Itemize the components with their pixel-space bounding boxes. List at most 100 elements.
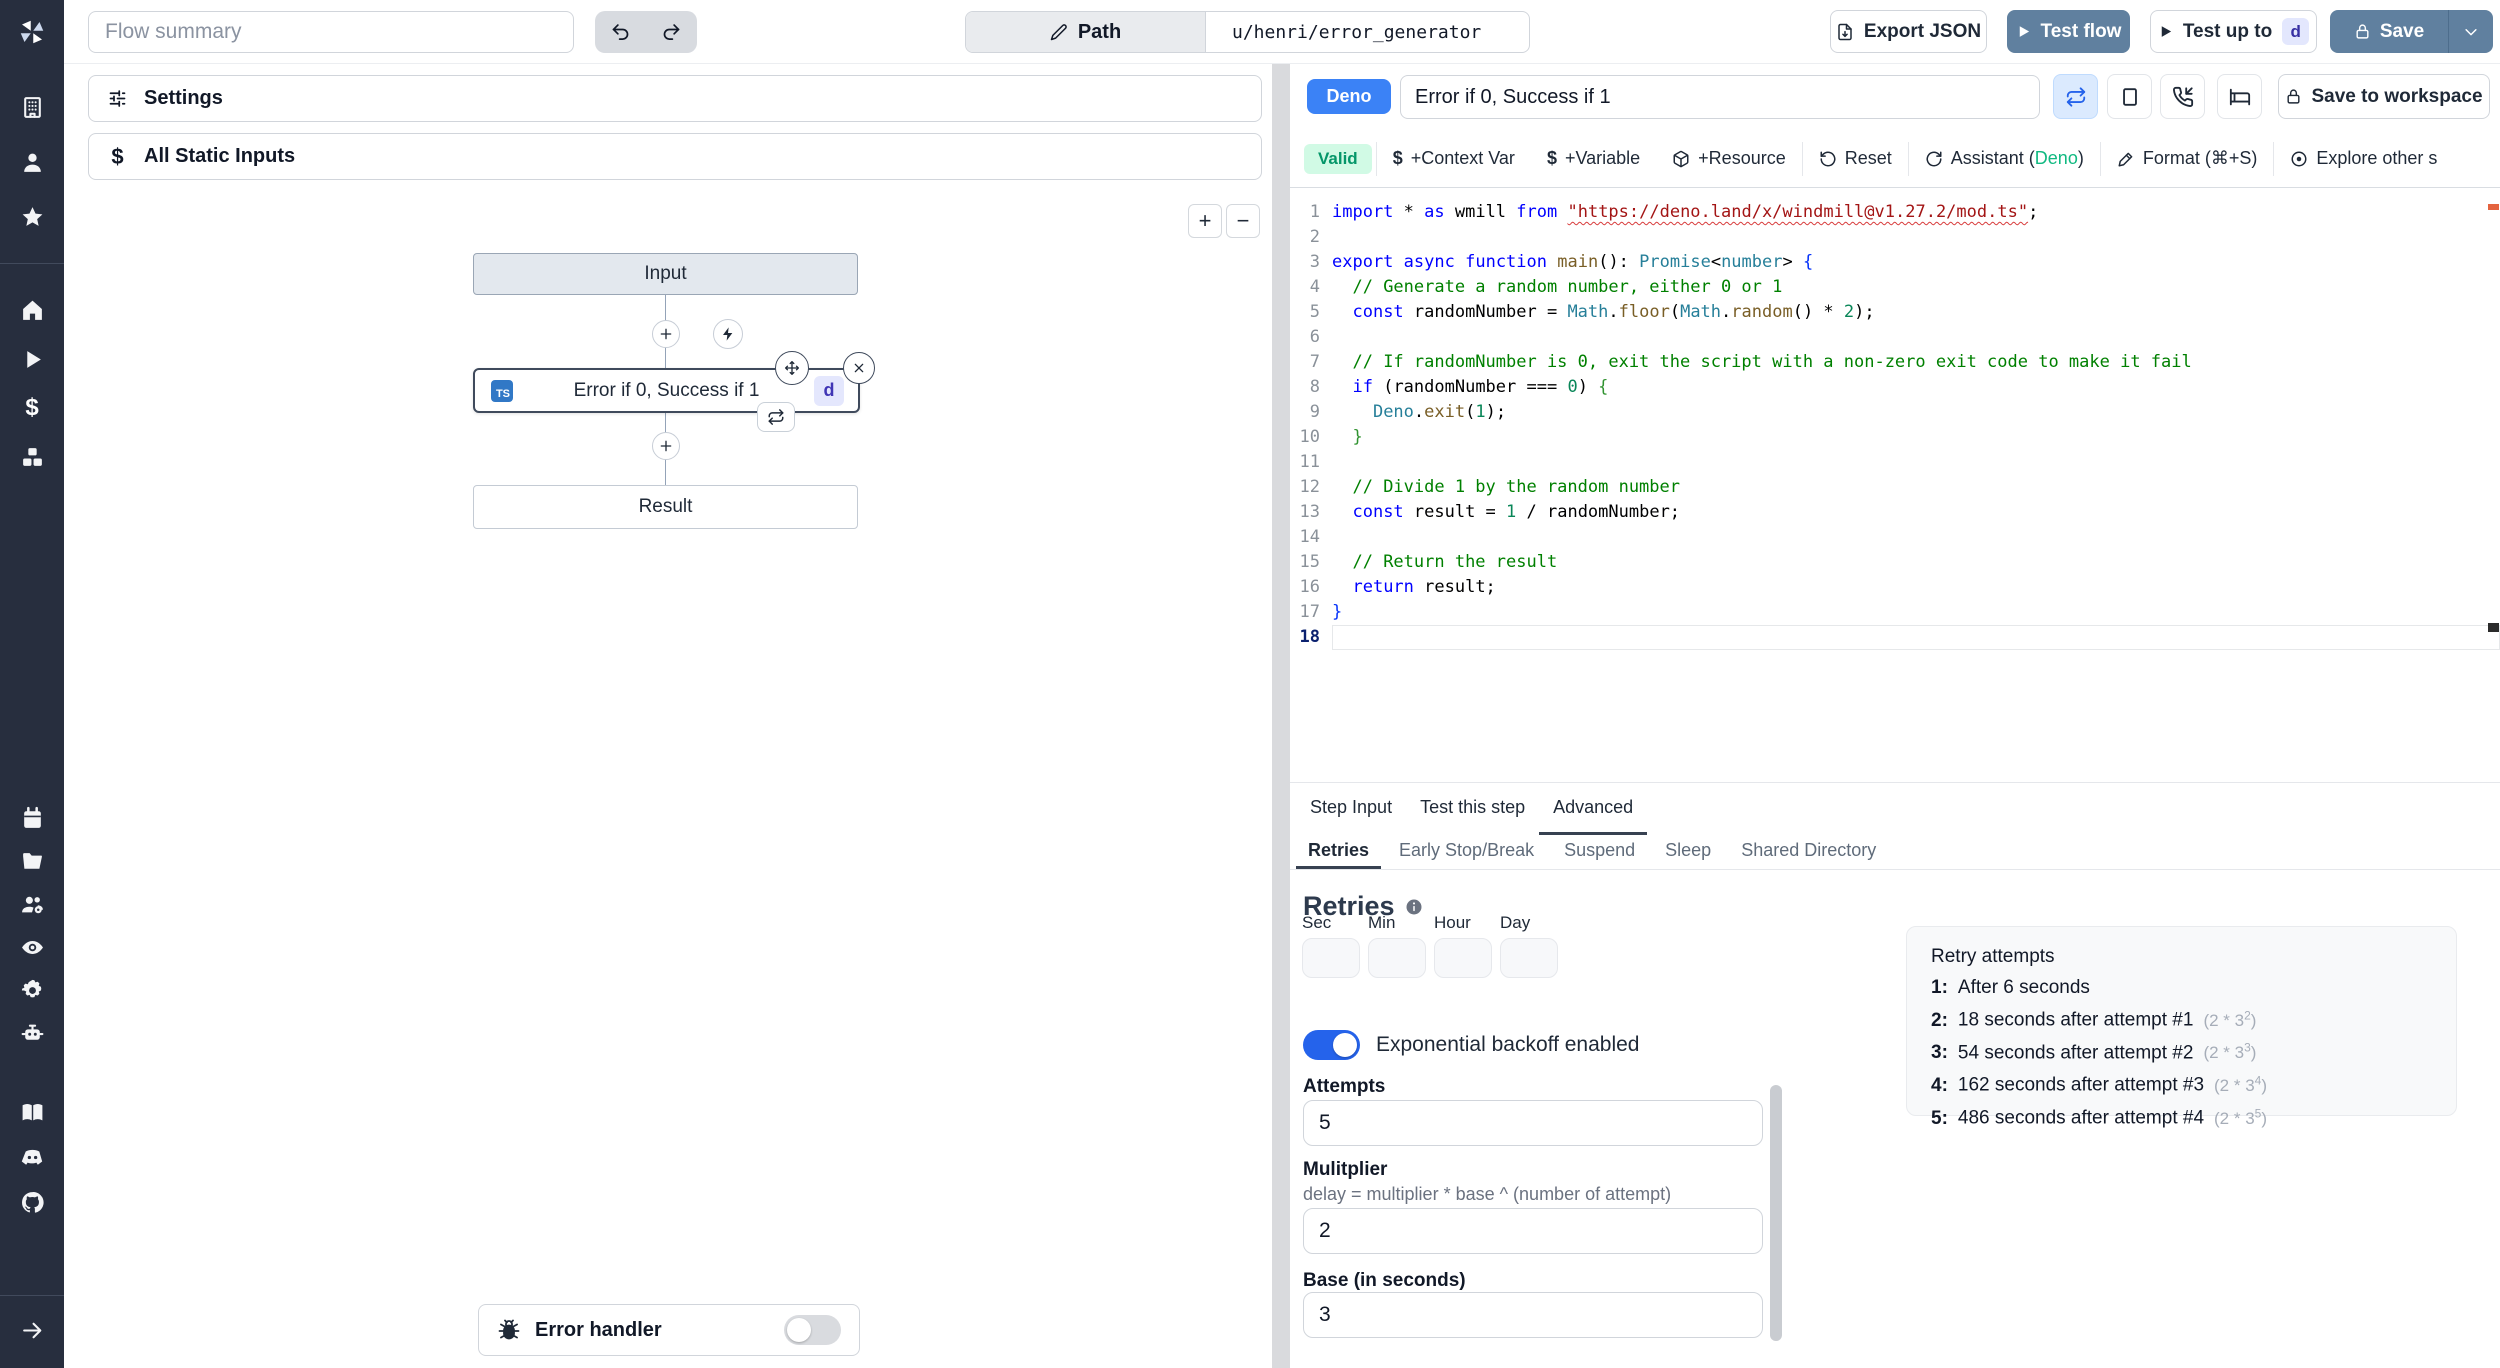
tab-step-input[interactable]: Step Input: [1310, 797, 1393, 817]
sidebar-item-github[interactable]: [0, 1189, 64, 1215]
sidebar-item-cubes[interactable]: [0, 444, 64, 470]
subtab-sleep[interactable]: Sleep: [1665, 840, 1712, 860]
flow-summary-input[interactable]: [88, 11, 574, 53]
save-button[interactable]: Save: [2330, 10, 2448, 53]
undo-button[interactable]: [595, 11, 646, 53]
add-step-button[interactable]: [652, 432, 680, 460]
sec-label: Sec: [1302, 913, 1332, 932]
multiplier-input[interactable]: [1303, 1208, 1763, 1254]
toolbar-context-var[interactable]: $+Context Var: [1392, 148, 1515, 168]
flow-node-step-label: Error if 0, Success if 1: [573, 379, 760, 401]
save-dropdown-button[interactable]: [2448, 10, 2493, 53]
sidebar-item-calendar[interactable]: [0, 805, 64, 831]
sidebar-item-folder[interactable]: [0, 848, 64, 874]
toolbar-format-s[interactable]: Format (⌘+S): [2101, 142, 2274, 175]
panel-resize-divider[interactable]: [1272, 64, 1290, 1368]
day-input[interactable]: [1500, 938, 1558, 978]
bed-icon: [2229, 86, 2251, 108]
code-line: 15 // Return the result: [1290, 550, 2500, 575]
sec-input[interactable]: [1302, 938, 1360, 978]
toolbar-explore-other-s[interactable]: Explore other s: [2274, 142, 2453, 175]
sidebar-expand-button[interactable]: [0, 1317, 64, 1343]
sidebar-item-play[interactable]: [0, 346, 64, 372]
subtab-early-stop-break[interactable]: Early Stop/Break: [1399, 840, 1535, 860]
move-step-button[interactable]: [775, 351, 809, 385]
bug-icon: [497, 1318, 521, 1342]
delete-step-button[interactable]: [843, 352, 875, 384]
toolbar-divider: [2099, 141, 2101, 176]
typescript-badge: TS: [491, 379, 513, 402]
home-icon: [20, 298, 45, 323]
line-number: 4: [1309, 277, 1320, 297]
min-input[interactable]: [1368, 938, 1426, 978]
toolbar-assistant[interactable]: Assistant (Deno): [1909, 142, 2100, 175]
flow-node-result[interactable]: Result: [473, 485, 858, 529]
error-handler-row[interactable]: Error handler: [478, 1304, 860, 1356]
toolbar-reset[interactable]: Reset: [1803, 142, 1908, 175]
scrollbar[interactable]: [1770, 1085, 1782, 1341]
zoom-in-button[interactable]: +: [1188, 204, 1222, 238]
base-input[interactable]: [1303, 1292, 1763, 1338]
sidebar-item-dollar[interactable]: $: [0, 394, 64, 421]
hour-input[interactable]: [1434, 938, 1492, 978]
subtab-shared-directory[interactable]: Shared Directory: [1741, 840, 1877, 860]
suspend-button[interactable]: [2160, 74, 2205, 119]
sleep-button[interactable]: [2217, 74, 2262, 119]
sidebar-item-building[interactable]: [0, 94, 64, 120]
exponential-backoff-toggle[interactable]: [1303, 1030, 1360, 1060]
code-line: 12 // Divide 1 by the random number: [1290, 475, 2500, 500]
redo-button[interactable]: [646, 11, 697, 53]
windmill-logo[interactable]: [0, 8, 64, 56]
sidebar-item-user[interactable]: [0, 149, 64, 175]
line-number: 10: [1299, 427, 1320, 447]
sidebar-item-robot[interactable]: [0, 1020, 64, 1046]
path-field[interactable]: Path u/henri/error_generator: [965, 11, 1530, 53]
tab-advanced[interactable]: Advanced: [1539, 783, 1648, 835]
early-stop-button[interactable]: [2107, 74, 2152, 119]
retries-indicator-button[interactable]: [2053, 74, 2098, 119]
sidebar-item-eye[interactable]: [0, 934, 64, 960]
zoom-out-button[interactable]: −: [1226, 204, 1260, 238]
sliders-icon: [107, 88, 128, 109]
export-json-button[interactable]: Export JSON: [1830, 10, 1987, 53]
path-value[interactable]: u/henri/error_generator: [1232, 21, 1482, 43]
tab-test-this-step[interactable]: Test this step: [1420, 797, 1526, 817]
flow-settings-row[interactable]: Settings: [88, 75, 1262, 122]
sidebar-item-book[interactable]: [0, 1099, 64, 1125]
sidebar-item-gear[interactable]: [0, 977, 64, 1003]
save-to-workspace-button[interactable]: Save to workspace: [2278, 74, 2490, 119]
step-name-input[interactable]: [1400, 75, 2040, 119]
windmill-logo-icon: [17, 17, 47, 47]
toolbar-variable[interactable]: $+Variable: [1546, 148, 1641, 168]
folder-icon: [20, 849, 45, 874]
discord-icon: [20, 1145, 45, 1170]
robot-icon: [20, 1021, 45, 1046]
swap-step-button[interactable]: [757, 402, 795, 432]
subtab-suspend[interactable]: Suspend: [1564, 840, 1636, 860]
error-handler-toggle[interactable]: [784, 1315, 841, 1345]
sidebar-item-home[interactable]: [0, 297, 64, 323]
flow-node-input[interactable]: Input: [473, 253, 858, 295]
line-number: 12: [1299, 477, 1320, 497]
test-up-to-button[interactable]: Test up to d: [2150, 10, 2317, 53]
code-line: 8 if (randomNumber === 0) {: [1290, 375, 2500, 400]
sidebar-item-discord[interactable]: [0, 1144, 64, 1170]
toolbar-resource[interactable]: +Resource: [1656, 142, 1802, 175]
add-step-button[interactable]: [652, 320, 680, 348]
line-number: 14: [1299, 527, 1320, 547]
subtab-retries[interactable]: Retries: [1296, 835, 1382, 869]
all-static-inputs-row[interactable]: $ All Static Inputs: [88, 133, 1262, 180]
code-line: 14: [1290, 525, 2500, 550]
flow-node-step[interactable]: TS Error if 0, Success if 1 d: [473, 368, 860, 413]
hour-label: Hour: [1434, 913, 1471, 932]
trigger-zap-button[interactable]: [713, 319, 743, 349]
multiplier-description: delay = multiplier * base ^ (number of a…: [1303, 1184, 1672, 1204]
attempts-input[interactable]: [1303, 1100, 1763, 1146]
cubes-icon: [20, 445, 45, 470]
test-flow-button[interactable]: Test flow: [2007, 10, 2130, 53]
sidebar-divider: [0, 1295, 64, 1296]
sidebar-item-user-group[interactable]: [0, 891, 64, 917]
sidebar-item-star[interactable]: [0, 204, 64, 230]
